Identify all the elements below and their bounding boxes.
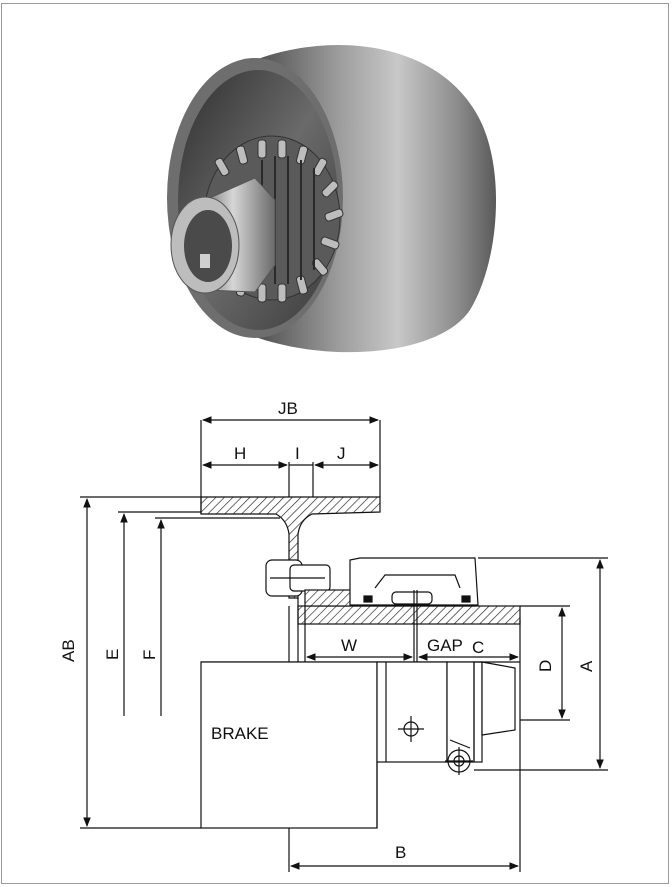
label-b: B <box>395 843 406 862</box>
coupling-photo <box>167 45 497 353</box>
label-e: E <box>103 649 122 660</box>
label-ab: AB <box>59 639 78 662</box>
label-brake: BRAKE <box>211 724 269 743</box>
label-w: W <box>341 636 357 655</box>
label-a: A <box>577 660 596 672</box>
label-f: F <box>140 650 159 660</box>
technical-drawing <box>80 416 608 872</box>
label-gap: GAP <box>427 636 463 655</box>
label-i: I <box>295 444 300 463</box>
label-j: J <box>337 444 346 463</box>
label-h: H <box>234 444 246 463</box>
label-jb: JB <box>278 399 298 418</box>
label-d: D <box>536 660 555 672</box>
label-c: C <box>472 638 484 657</box>
